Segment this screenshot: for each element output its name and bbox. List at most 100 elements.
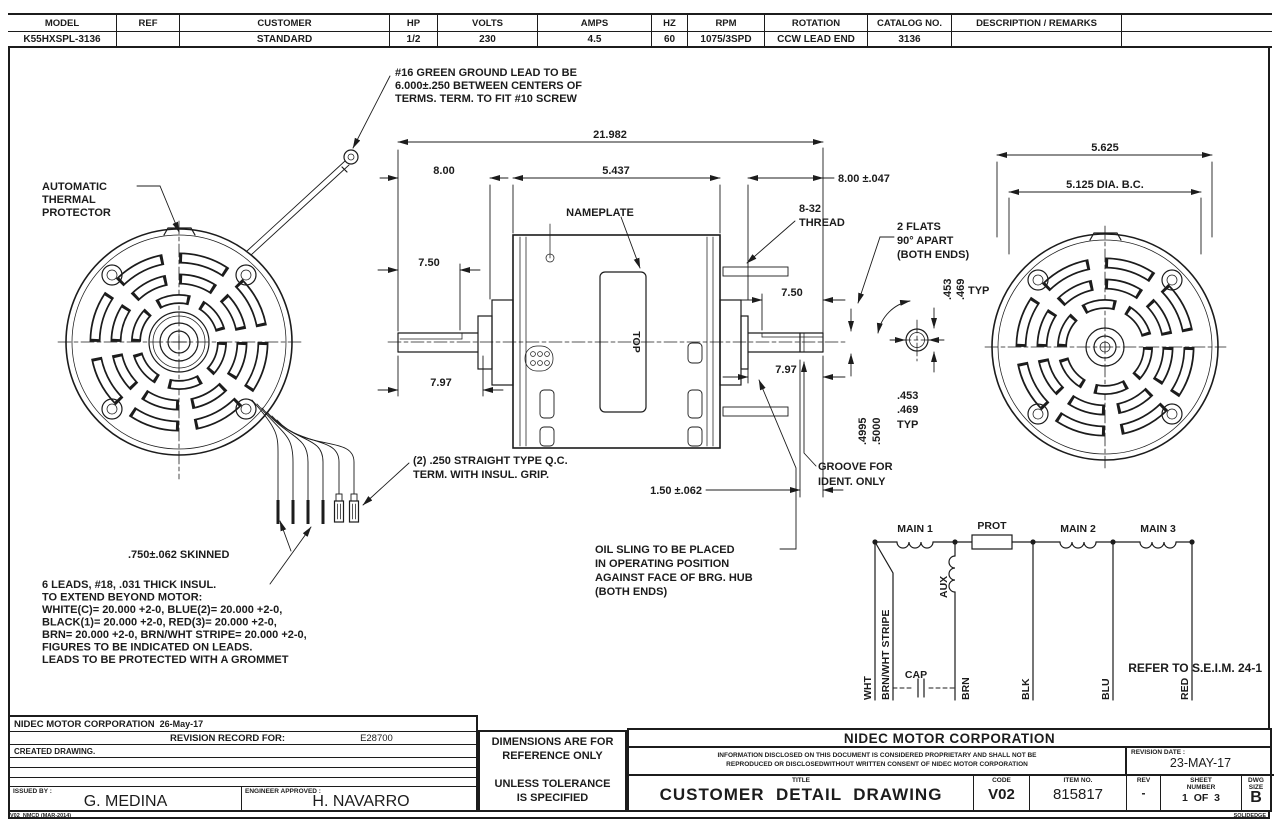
sheet-label-1: SHEET bbox=[1190, 777, 1212, 784]
main2-coil bbox=[1059, 541, 1097, 549]
spec-col-volts: VOLTS 230 bbox=[438, 15, 538, 46]
dim-typ: TYP bbox=[897, 419, 918, 431]
note-ground-1: #16 GREEN GROUND LEAD TO BE bbox=[395, 67, 577, 79]
engineer-approved-cell: ENGINEER APPROVED : H. NAVARRO bbox=[242, 787, 480, 811]
sheet-cell: SHEET NUMBER 1 OF 3 bbox=[1161, 776, 1242, 810]
dim-typ-rot: TYP bbox=[968, 285, 989, 297]
label-wht: WHT bbox=[862, 676, 874, 700]
spec-col-hp: HP 1/2 bbox=[390, 15, 438, 46]
drawing-title: CUSTOMER DETAIL DRAWING bbox=[659, 785, 943, 804]
ring-terminal bbox=[343, 149, 359, 165]
label-red: RED bbox=[1179, 677, 1191, 700]
note-ground-2: 6.000±.250 BETWEEN CENTERS OF bbox=[395, 80, 582, 92]
form-code: V02_NMCD (MAR-2014) bbox=[10, 813, 72, 819]
dim-flat-b-rot: .469 bbox=[955, 279, 967, 300]
dim-overall: 21.982 bbox=[593, 129, 627, 141]
note-oil-3: AGAINST FACE OF BRG. HUB bbox=[595, 572, 753, 584]
issued-by-value: G. MEDINA bbox=[83, 793, 168, 810]
item-no-value: 815817 bbox=[1052, 786, 1104, 803]
top-marking: TOP bbox=[630, 331, 642, 352]
dim-flat-a-rot: .453 bbox=[942, 279, 954, 300]
dim-flat-a: .453 bbox=[897, 390, 918, 402]
sheet-value: 1 OF 3 bbox=[1182, 792, 1220, 804]
revision-company: NIDEC MOTOR CORPORATION bbox=[14, 718, 155, 730]
code-value: V02 bbox=[988, 786, 1015, 803]
spec-col-ref: REF bbox=[117, 15, 180, 46]
spec-col-rotation: ROTATION CCW LEAD END bbox=[765, 15, 868, 46]
right-end-view bbox=[984, 225, 1227, 469]
protector-box bbox=[971, 534, 1013, 550]
motor-drawing: TOP bbox=[42, 67, 1262, 701]
spec-col-model: MODEL K55HXSPL-3136 bbox=[8, 15, 117, 46]
dwg-size-label-1: DWG bbox=[1248, 777, 1264, 784]
dwg-size-label-2: SIZE bbox=[1248, 784, 1264, 791]
spec-col-rpm: RPM 1075/3SPD bbox=[688, 15, 765, 46]
left-end-view bbox=[57, 220, 304, 480]
label-main2: MAIN 2 bbox=[1060, 523, 1096, 535]
col-value: K55HXSPL-3136 bbox=[23, 33, 101, 45]
label-blu: BLU bbox=[1100, 678, 1112, 700]
revision-row-3 bbox=[10, 768, 476, 778]
spec-col-hz: HZ 60 bbox=[652, 15, 688, 46]
label-cap: CAP bbox=[905, 669, 927, 681]
company-name: NIDEC MOTOR CORPORATION bbox=[629, 730, 1270, 748]
spec-col-amps: AMPS 4.5 bbox=[538, 15, 652, 46]
cad-system-label: SOLIDEDGE bbox=[1233, 813, 1266, 819]
note-flats-2: 90° APART bbox=[897, 235, 954, 247]
annotations: #16 GREEN GROUND LEAD TO BE 6.000±.250 B… bbox=[42, 67, 1262, 675]
rev-label: REV bbox=[1136, 777, 1151, 784]
dim-ext-left: 7.97 bbox=[430, 377, 451, 389]
dwg-size-cell: DWG SIZE B bbox=[1242, 776, 1270, 810]
note-thermal-3: PROTECTOR bbox=[42, 207, 111, 219]
note-leads-4: BLACK(1)= 20.000 +2-0, RED(3)= 20.000 +2… bbox=[42, 617, 277, 629]
main1-coil bbox=[896, 541, 934, 549]
revision-date-value: 23-MAY-17 bbox=[1169, 756, 1232, 770]
threaded-stud-top bbox=[722, 266, 789, 277]
rev-cell: REV - bbox=[1127, 776, 1161, 810]
revision-row-2 bbox=[10, 758, 476, 768]
note-leads-3: WHITE(C)= 20.000 +2-0, BLUE(2)= 20.000 +… bbox=[42, 604, 282, 616]
qc-terminals bbox=[333, 493, 360, 523]
code-cell: CODE V02 bbox=[974, 776, 1030, 810]
bolt-holes bbox=[101, 264, 257, 420]
revision-date-cell: REVISION DATE : 23-MAY-17 bbox=[1127, 748, 1274, 776]
dim-body: 5.437 bbox=[602, 165, 630, 177]
note-ground-3: TERMS. TERM. TO FIT #10 SCREW bbox=[395, 93, 578, 105]
label-brn: BRN bbox=[960, 677, 972, 700]
note-qc-2: TERM. WITH INSUL. GRIP. bbox=[413, 469, 549, 481]
item-no-label: ITEM NO. bbox=[1063, 777, 1093, 784]
note-leads-5: BRN= 20.000 +2-0, BRN/WHT STRIPE= 20.000… bbox=[42, 629, 307, 641]
note-leads-6: FIGURES TO BE INDICATED ON LEADS. bbox=[42, 642, 252, 654]
thermal-protector-notch bbox=[163, 227, 196, 236]
label-main1: MAIN 1 bbox=[897, 523, 933, 535]
dim-ext-right: 7.97 bbox=[775, 364, 796, 376]
dim-shaft-left: 8.00 bbox=[433, 165, 454, 177]
revision-company-date: 26-May-17 bbox=[159, 719, 204, 729]
label-brnwht: BRN/WHT STRIPE bbox=[880, 610, 892, 700]
revision-record-label: REVISION RECORD FOR: bbox=[170, 732, 286, 744]
dwg-size-value: B bbox=[1250, 789, 1262, 806]
note-skinned: .750±.062 SKINNED bbox=[128, 549, 229, 561]
title-info-block: NIDEC MOTOR CORPORATION INFORMATION DISC… bbox=[627, 728, 1274, 812]
note-thread-2: THREAD bbox=[799, 217, 845, 229]
note-qc-1: (2) .250 STRAIGHT TYPE Q.C. bbox=[413, 455, 568, 467]
note-thread-1: 8-32 bbox=[799, 203, 821, 215]
dim-bolt-circle: 5.125 DIA. B.C. bbox=[1066, 179, 1144, 191]
shaft-end-detail bbox=[876, 299, 938, 362]
title-label: TITLE bbox=[791, 777, 811, 784]
label-blk: BLK bbox=[1020, 678, 1032, 700]
dim-flat-left: 7.50 bbox=[418, 257, 439, 269]
revision-row-4 bbox=[10, 778, 476, 787]
revision-block: NIDEC MOTOR CORPORATION 26-May-17 REVISI… bbox=[8, 715, 478, 812]
note-flats-3: (BOTH ENDS) bbox=[897, 249, 969, 261]
title-cell: TITLE CUSTOMER DETAIL DRAWING bbox=[629, 776, 974, 810]
spec-col-blank bbox=[1122, 15, 1272, 46]
dimensions: 21.982 8.00 5.437 8.00 ±.047 7.50 7.97 7… bbox=[377, 129, 1213, 498]
issued-by-label: ISSUED BY : bbox=[13, 788, 52, 795]
label-aux: AUX bbox=[938, 576, 950, 598]
note-groove-1: GROOVE FOR bbox=[818, 461, 893, 473]
note-refer: REFER TO S.E.I.M. 24-1 bbox=[1128, 661, 1262, 675]
note-oil-4: (BOTH ENDS) bbox=[595, 586, 667, 598]
note-thermal-2: THERMAL bbox=[42, 194, 96, 206]
